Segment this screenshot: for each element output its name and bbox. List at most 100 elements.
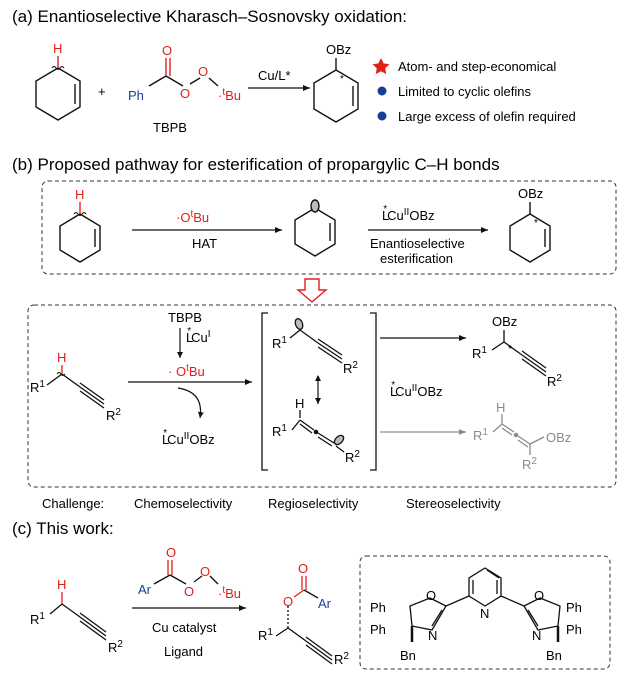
cu2-b: L*CuIIOBz: [162, 428, 215, 447]
perester-o2: O: [200, 564, 210, 579]
cyclohexene-b: [59, 202, 101, 263]
ligand-n-right: N: [532, 628, 541, 643]
r1-label-b: R1: [30, 379, 45, 395]
r2-c: R2: [108, 639, 123, 655]
ligand-bn-right: Bn: [546, 648, 562, 663]
plus-sign: +: [98, 84, 106, 99]
r2-allenyl: R2: [345, 449, 360, 465]
catalyst-b: L*CuIIOBz: [382, 204, 435, 223]
arrow-a-label: Cu/L*: [258, 68, 291, 83]
r1-prod1: R1: [472, 345, 487, 361]
r1-prod2: R1: [473, 427, 488, 443]
propargyl-radical: [289, 318, 343, 364]
dot-icon: [377, 111, 387, 121]
cond-ligand: Ligand: [164, 644, 203, 659]
r2-prod2: R2: [522, 456, 537, 472]
r1-product-c: R1: [258, 627, 273, 643]
carbonyl-o: O: [162, 43, 172, 58]
allenyl-ester-product: [492, 414, 545, 455]
challenge-chemoselectivity: Chemoselectivity: [134, 496, 233, 511]
ligand-box: [359, 555, 611, 670]
product-ester-o: O: [283, 594, 293, 609]
challenge-regioselectivity: Regioselectivity: [268, 496, 359, 511]
perester-tbu: ·tBu: [218, 585, 241, 601]
down-arrow-icon: [296, 278, 328, 303]
product-b: [509, 202, 551, 263]
h-label-a: H: [53, 41, 62, 56]
alkyne-substrate-c: [49, 592, 107, 641]
challenge-stereoselectivity: Stereoselectivity: [406, 496, 501, 511]
h-label-b2: H: [57, 350, 66, 365]
allene-h-label: H: [295, 396, 304, 411]
ligand-ph-2: Ph: [370, 622, 386, 637]
ligand-o-left: O: [426, 588, 436, 603]
mid-cu-label: L*CuIIOBz: [390, 380, 443, 399]
ligand-pyridine-n: N: [480, 606, 489, 621]
tbpb-b: TBPB: [168, 310, 202, 325]
tbu-label: ·tBu: [218, 87, 241, 103]
hat-label: HAT: [192, 236, 217, 251]
propargyl-ester-product: [491, 330, 547, 377]
ligand-ph-1: Ph: [370, 600, 386, 615]
bracket-left: [261, 312, 268, 471]
product-a: [313, 58, 359, 123]
r1-radical: R1: [272, 335, 287, 351]
tbpb-label: TBPB: [153, 120, 187, 135]
section-c-title: (c) This work:: [12, 519, 114, 538]
bu-label: Bu: [225, 88, 241, 103]
bullet-list: Atom- and step-economical Limited to cyc…: [372, 58, 576, 124]
stereo-star-prod1: *: [508, 344, 512, 355]
ph-label: Ph: [128, 88, 144, 103]
allene-h-prod2: H: [496, 400, 505, 415]
perester-carbonyl-o: O: [166, 545, 176, 560]
section-b-title: (b) Proposed pathway for esterification …: [12, 155, 500, 174]
obz-prod1: OBz: [492, 314, 517, 329]
tbpb-structure: [148, 58, 219, 87]
obz-label-a: OBz: [326, 42, 351, 57]
perester-reagent: [153, 560, 219, 585]
t-label: t: [222, 87, 225, 98]
ligand-n-left: N: [428, 628, 437, 643]
ester-o: O: [180, 86, 190, 101]
ligand-o-right: O: [534, 588, 544, 603]
product-c: [275, 576, 333, 665]
perester-ar: Ar: [138, 582, 152, 597]
product-ar: Ar: [318, 596, 332, 611]
obz-label-b: OBz: [518, 186, 543, 201]
bullet-2-text: Limited to cyclic olefins: [398, 84, 531, 99]
r1-allenyl: R1: [272, 423, 287, 439]
r2-prod1: R2: [547, 373, 562, 389]
obz-prod2: OBz: [546, 430, 571, 445]
curved-arrow: [177, 387, 204, 419]
ligand-ph-3: Ph: [566, 600, 582, 615]
star-icon: [372, 58, 390, 75]
alkyne-substrate-b: [46, 365, 105, 409]
ligand-bn-left: Bn: [400, 648, 416, 663]
cond-cu-catalyst: Cu catalyst: [152, 620, 217, 635]
b-top-box: [41, 180, 617, 275]
cu1-b: L*CuI: [186, 326, 211, 345]
h-label-b: H: [75, 187, 84, 202]
allyl-radical-b: [294, 199, 336, 257]
section-a-title: (a) Enantioselective Kharasch–Sosnovsky …: [12, 7, 407, 26]
peroxy-o: O: [198, 64, 208, 79]
allenyl-radical: [291, 410, 345, 453]
stereo-star-b: *: [534, 218, 538, 229]
challenge-label: Challenge:: [42, 496, 104, 511]
product-carbonyl-o: O: [298, 561, 308, 576]
pybox-ligand: [409, 567, 561, 642]
step2-line1: Enantioselective: [370, 236, 465, 251]
stereo-star-a: *: [340, 74, 344, 85]
r2-product-c: R2: [334, 651, 349, 667]
r1-c: R1: [30, 611, 45, 627]
h-label-c: H: [57, 577, 66, 592]
ligand-ph-4: Ph: [566, 622, 582, 637]
reagent-b: ·OtBu: [176, 209, 209, 225]
perester-o1: O: [184, 584, 194, 599]
dot-icon: [377, 86, 387, 96]
bullet-1-text: Atom- and step-economical: [398, 59, 556, 74]
r2-label-b: R2: [106, 407, 121, 423]
r2-radical: R2: [343, 360, 358, 376]
b-bottom-box: [27, 304, 617, 488]
